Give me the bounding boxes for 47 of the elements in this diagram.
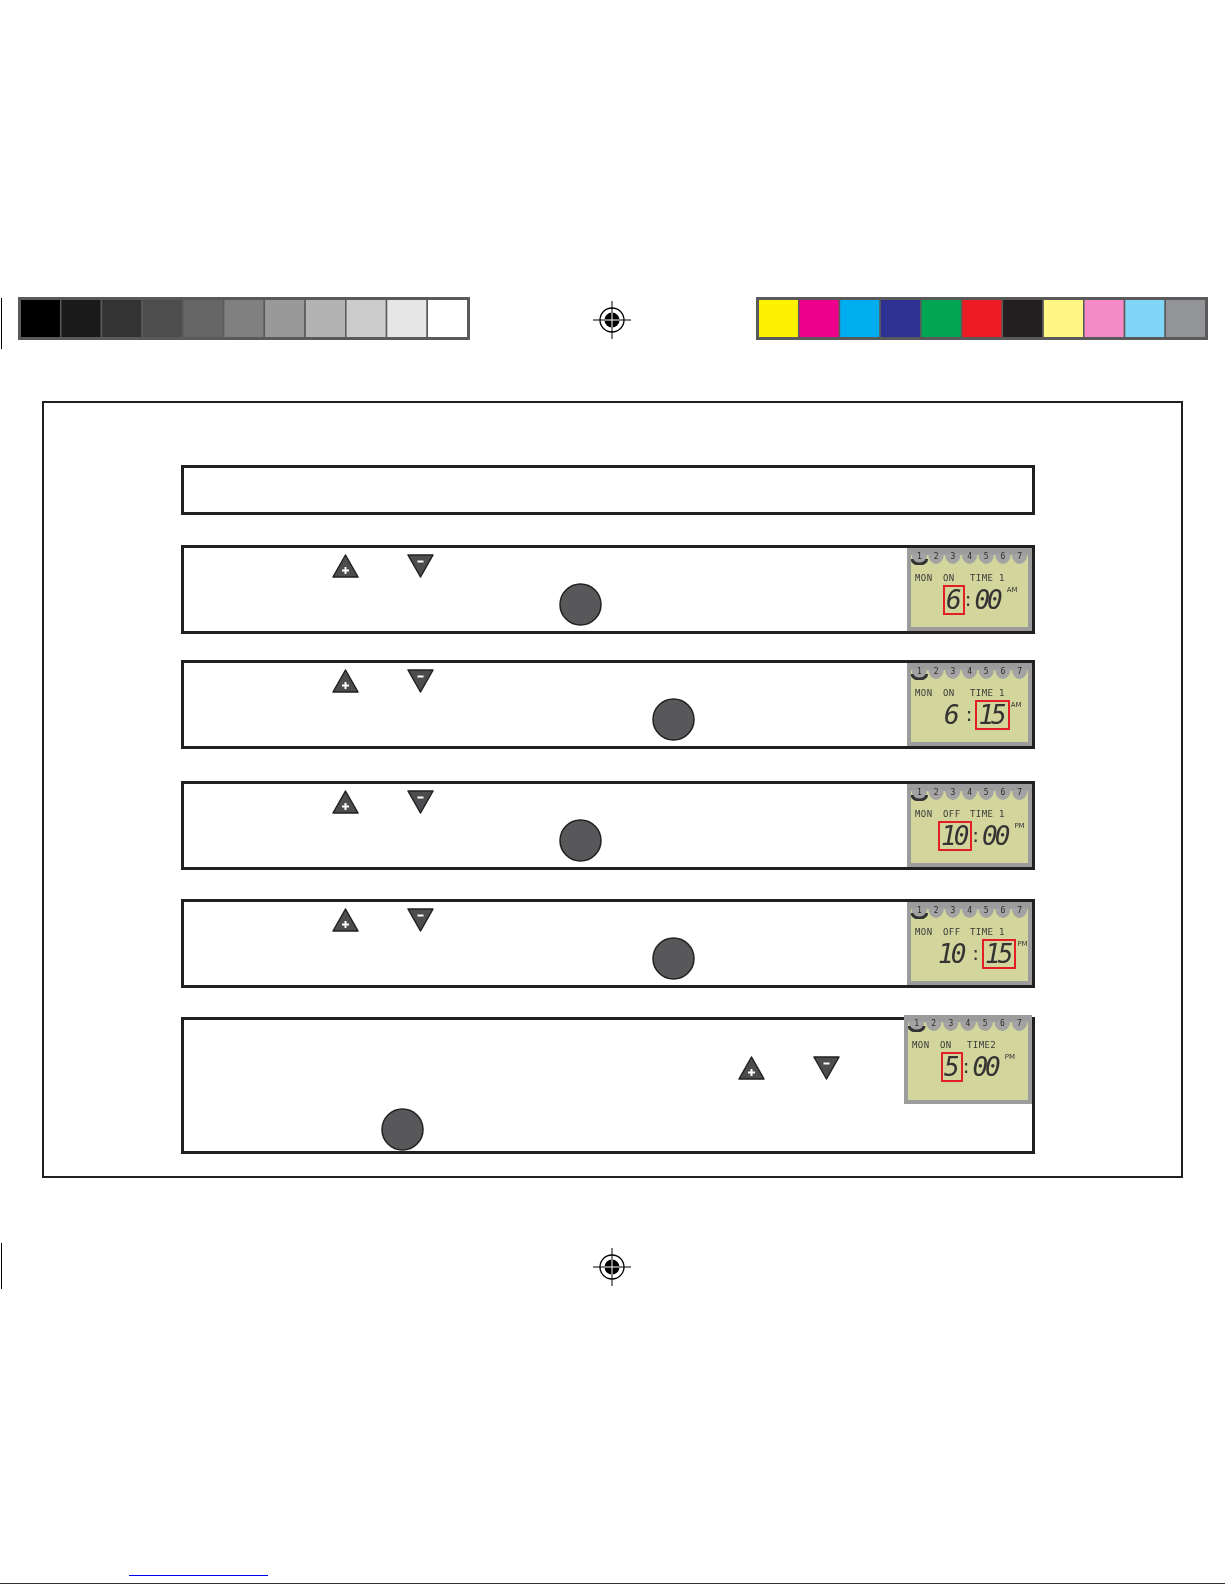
lcd-display bbox=[907, 663, 1032, 746]
hour-digits: 5 bbox=[941, 1052, 963, 1082]
mode-label: OFF bbox=[943, 928, 961, 937]
time-colon: : bbox=[972, 943, 980, 963]
day-label: MON bbox=[915, 810, 933, 819]
step-box bbox=[181, 660, 1035, 749]
step-box bbox=[181, 545, 1035, 634]
lcd-display bbox=[907, 548, 1032, 631]
hour-digits: 10 bbox=[937, 939, 965, 969]
lcd-display bbox=[907, 902, 1032, 985]
lcd-display bbox=[904, 1015, 1032, 1104]
day-numbers: 1 2 3 4 5 6 7 bbox=[914, 1020, 1022, 1028]
time-colon: : bbox=[965, 704, 973, 724]
step-box bbox=[181, 1017, 1035, 1154]
time-colon: : bbox=[964, 589, 972, 609]
minute-digits: 15 bbox=[975, 700, 1010, 730]
period-label: TIME 1 bbox=[970, 928, 1005, 937]
day-numbers: 1 2 3 4 5 6 7 bbox=[917, 668, 1023, 676]
day-numbers: 1 2 3 4 5 6 7 bbox=[917, 907, 1023, 915]
day-label: MON bbox=[915, 689, 933, 698]
mode-label: ON bbox=[943, 574, 955, 583]
page-frame bbox=[42, 401, 1183, 1178]
day-label: MON bbox=[912, 1041, 930, 1050]
mode-label: ON bbox=[943, 689, 955, 698]
heading-box bbox=[181, 465, 1035, 515]
step-box bbox=[181, 781, 1035, 870]
mode-label: OFF bbox=[943, 810, 961, 819]
step-box bbox=[181, 899, 1035, 988]
minute-digits: 15 bbox=[982, 939, 1017, 969]
hour-digits: 6 bbox=[943, 585, 965, 615]
minute-digits: 00 bbox=[971, 1052, 1000, 1082]
period-label: TIME2 bbox=[967, 1041, 997, 1050]
period-label: TIME 1 bbox=[970, 810, 1005, 819]
minute-digits: 00 bbox=[981, 821, 1009, 851]
day-label: MON bbox=[915, 928, 933, 937]
mode-label: ON bbox=[940, 1041, 952, 1050]
time-colon: : bbox=[962, 1056, 970, 1076]
period-label: TIME 1 bbox=[970, 574, 1005, 583]
hour-digits: 6 bbox=[943, 700, 959, 730]
hour-digits: 10 bbox=[938, 821, 973, 851]
day-numbers: 1 2 3 4 5 6 7 bbox=[917, 553, 1023, 561]
time-colon: : bbox=[972, 825, 980, 845]
period-label: TIME 1 bbox=[970, 689, 1005, 698]
minute-digits: 00 bbox=[973, 585, 1002, 615]
lcd-display bbox=[907, 784, 1032, 867]
day-label: MON bbox=[915, 574, 933, 583]
day-numbers: 1 2 3 4 5 6 7 bbox=[917, 789, 1023, 797]
